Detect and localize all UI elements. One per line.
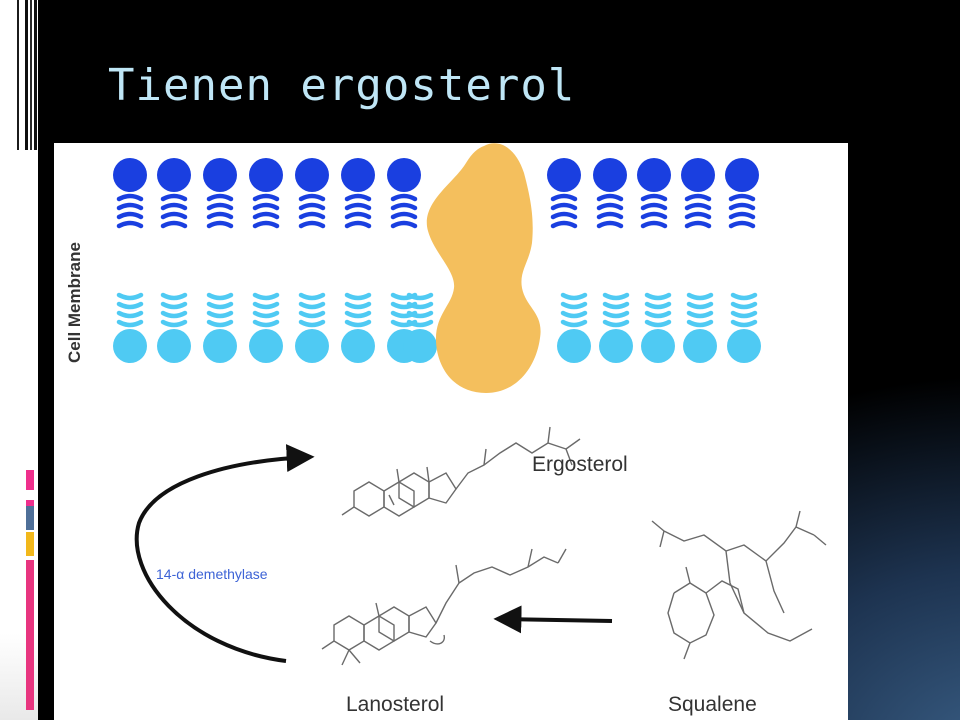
lipid-head <box>593 158 627 192</box>
lipid-head <box>113 329 147 363</box>
outer-phospholipid <box>295 158 329 229</box>
lipid-tail <box>298 292 326 328</box>
outer-phospholipid <box>249 158 283 229</box>
inner-phospholipid <box>683 292 717 363</box>
outer-phospholipid <box>547 158 581 229</box>
ergosterol-membrane-molecule <box>426 143 541 393</box>
outer-phospholipid <box>725 158 759 229</box>
lipid-head <box>203 329 237 363</box>
lipid-head <box>157 158 191 192</box>
left-accent-lines-top <box>17 0 37 150</box>
inner-phospholipid <box>341 292 375 363</box>
lipid-tail <box>550 193 578 229</box>
outer-phospholipid <box>341 158 375 229</box>
lipid-tail <box>206 193 234 229</box>
lipid-head <box>683 329 717 363</box>
outer-phospholipid <box>681 158 715 229</box>
inner-phospholipid <box>113 292 147 363</box>
outer-phospholipid <box>637 158 671 229</box>
outer-phospholipid <box>113 158 147 229</box>
lipid-tail <box>686 292 714 328</box>
lipid-head <box>157 329 191 363</box>
lipid-head <box>249 329 283 363</box>
lipid-tail <box>160 292 188 328</box>
lipid-head <box>341 329 375 363</box>
lipid-head <box>637 158 671 192</box>
outer-phospholipid <box>203 158 237 229</box>
lipid-head <box>681 158 715 192</box>
lipid-tail <box>602 292 630 328</box>
ergosterol-label: Ergosterol <box>532 453 628 476</box>
lipid-tail <box>640 193 668 229</box>
lipid-head <box>203 158 237 192</box>
lipid-bilayer <box>113 158 761 363</box>
squalene-structure <box>651 510 827 660</box>
inner-phospholipid <box>727 292 761 363</box>
lipid-tail <box>390 292 418 328</box>
lipid-tail <box>728 193 756 229</box>
ergosterol-figure: Cell Membrane Ergosterol 14-α demethylas… <box>54 143 848 720</box>
inner-phospholipid <box>403 292 437 363</box>
lipid-tail <box>252 292 280 328</box>
lipid-tail <box>206 292 234 328</box>
inner-phospholipid <box>203 292 237 363</box>
lipid-tail <box>390 193 418 229</box>
squalene-to-lanosterol-arrow <box>493 605 613 634</box>
lipid-head <box>295 329 329 363</box>
lipid-tail <box>344 292 372 328</box>
lipid-head <box>113 158 147 192</box>
lipid-head <box>341 158 375 192</box>
lipid-head <box>403 329 437 363</box>
lipid-tail <box>344 193 372 229</box>
squalene-label: Squalene <box>668 693 757 716</box>
inner-phospholipid <box>157 292 191 363</box>
outer-phospholipid <box>387 158 421 229</box>
lanosterol-structure <box>321 548 567 666</box>
lipid-head <box>725 158 759 192</box>
left-accent-bars-bottom <box>26 470 34 710</box>
inner-phospholipid <box>599 292 633 363</box>
lipid-tail <box>252 193 280 229</box>
lipid-tail <box>298 193 326 229</box>
lipid-tail <box>730 292 758 328</box>
lipid-head <box>547 158 581 192</box>
lipid-head <box>295 158 329 192</box>
slide-title: Tienen ergosterol <box>108 60 576 111</box>
lipid-tail <box>406 292 434 328</box>
lipid-head <box>599 329 633 363</box>
ergosterol-structure <box>341 426 581 517</box>
lipid-head <box>557 329 591 363</box>
lipid-head <box>387 158 421 192</box>
lipid-head <box>249 158 283 192</box>
lipid-head <box>727 329 761 363</box>
inner-phospholipid <box>249 292 283 363</box>
inner-phospholipid <box>295 292 329 363</box>
outer-phospholipid <box>157 158 191 229</box>
lipid-tail <box>596 193 624 229</box>
lipid-tail <box>560 292 588 328</box>
inner-phospholipid <box>641 292 675 363</box>
membrane-label: Cell Membrane <box>65 242 84 363</box>
biosynthesis-curved-arrow <box>134 444 315 663</box>
lipid-tail <box>644 292 672 328</box>
enzyme-label: 14-α demethylase <box>156 566 268 582</box>
lipid-tail <box>116 292 144 328</box>
lipid-head <box>641 329 675 363</box>
lipid-tail <box>684 193 712 229</box>
inner-phospholipid <box>557 292 591 363</box>
outer-phospholipid <box>593 158 627 229</box>
lipid-tail <box>116 193 144 229</box>
lipid-tail <box>160 193 188 229</box>
lanosterol-label: Lanosterol <box>346 693 444 716</box>
